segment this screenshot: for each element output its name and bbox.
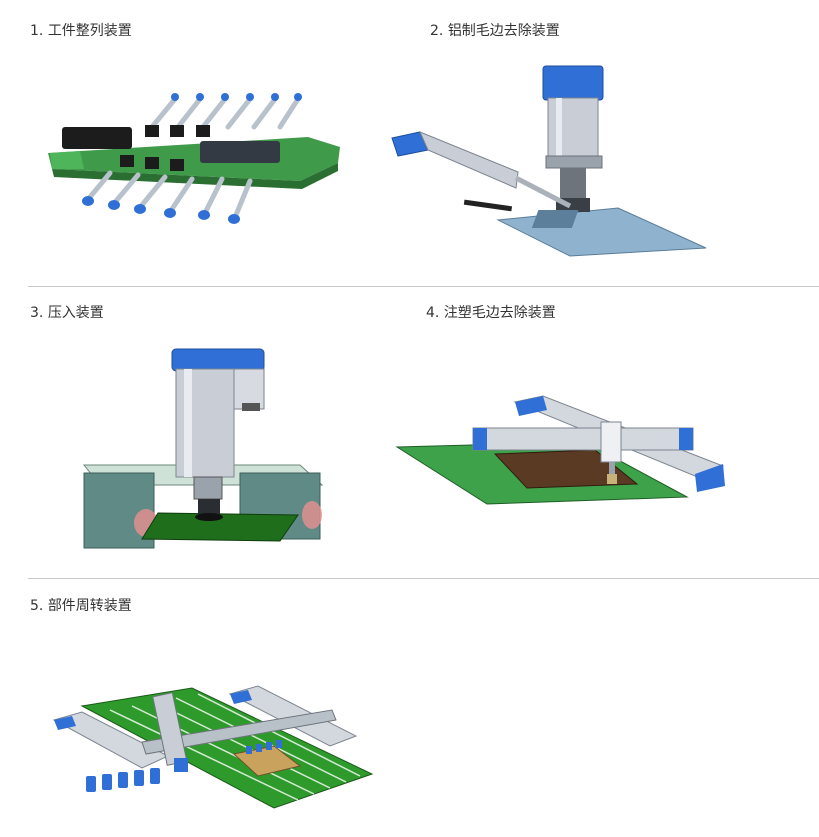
divider-1 (28, 286, 819, 287)
pusher-blocks (62, 125, 280, 171)
item-2-title: 铝制毛边去除装置 (447, 23, 560, 39)
plastic-deburring-illustration (395, 395, 725, 505)
item-4-number: 4. (426, 305, 440, 321)
parts-tray (232, 740, 302, 777)
lower-pins (87, 170, 253, 218)
aluminum-deburring-illustration (391, 65, 707, 257)
item-2-number: 2. (430, 23, 444, 39)
divider-2 (28, 578, 819, 579)
vertical-cylinder (542, 65, 604, 212)
item-1-number: 1. (30, 23, 44, 39)
press-fit-illustration (82, 348, 324, 549)
item-1-label: 1. 工件整列装置 (30, 22, 132, 40)
item-5-label: 5. 部件周转装置 (30, 597, 132, 615)
press-cylinder (171, 348, 265, 521)
workpiece-alignment-illustration (48, 93, 340, 224)
item-4-title: 注塑毛边去除装置 (443, 305, 556, 321)
lower-pin-caps (82, 196, 240, 224)
item-2-label: 2. 铝制毛边去除装置 (430, 22, 560, 40)
upper-pins (149, 96, 301, 130)
item-3-label: 3. 压入装置 (30, 304, 104, 322)
upper-pin-caps (171, 93, 302, 101)
item-3-number: 3. (30, 305, 44, 321)
item-3-title: 压入装置 (47, 305, 104, 321)
gantry-axis-x (472, 421, 694, 484)
pcb-board (141, 512, 299, 542)
item-4-label: 4. 注塑毛边去除装置 (426, 304, 556, 322)
parts-turnaround-illustration (52, 685, 374, 809)
horizontal-cylinder (391, 131, 572, 209)
gantry-frame (52, 685, 358, 772)
item-1-title: 工件整列装置 (47, 23, 132, 39)
blue-parts (86, 768, 160, 792)
item-5-number: 5. (30, 598, 44, 614)
item-5-title: 部件周转装置 (47, 598, 132, 614)
base-plate (496, 207, 707, 257)
